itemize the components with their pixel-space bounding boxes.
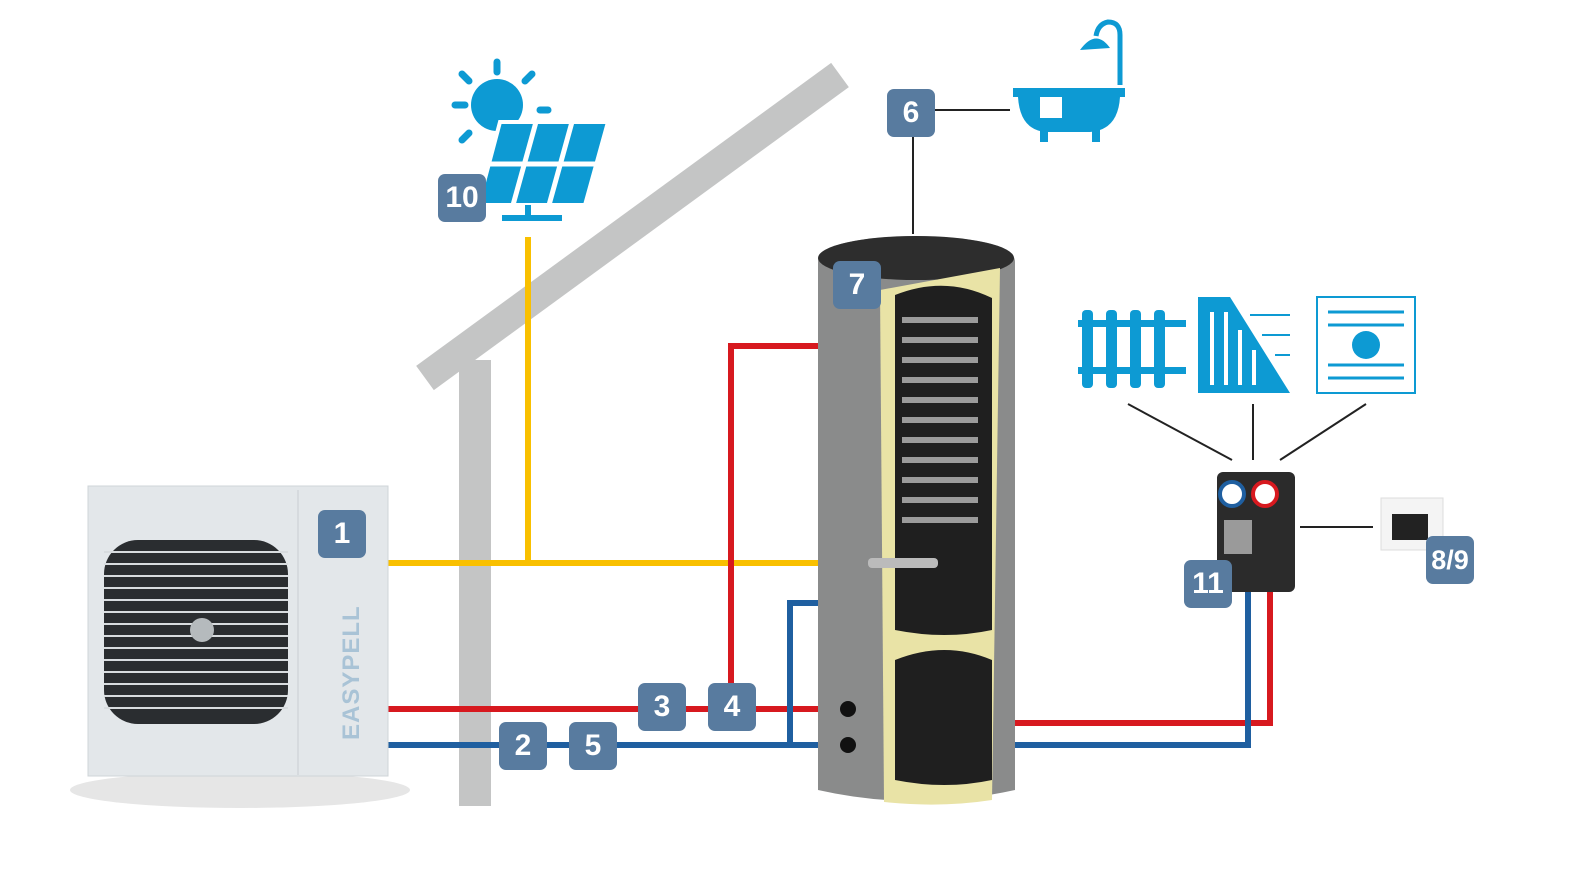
- roof: [416, 62, 849, 391]
- emitter-connectors: [1127, 403, 1373, 528]
- badge-hot-water: 6: [887, 89, 935, 137]
- badge-flow-coil: 3: [638, 683, 686, 731]
- badge-controller: 8/9: [1426, 536, 1474, 584]
- badge-solar: 10: [438, 174, 486, 222]
- solar-line: [388, 237, 870, 566]
- badge-tank: 7: [833, 261, 881, 309]
- badge-return-tank: 5: [569, 722, 617, 770]
- solar-panel-icon: [451, 58, 611, 221]
- radiator-icon: [1078, 310, 1186, 388]
- badge-pump-group: 11: [1184, 560, 1232, 608]
- brand-label: EASYPELL: [338, 605, 365, 740]
- badge-return-pump: 2: [499, 722, 547, 770]
- badge-flow-tank: 4: [708, 683, 756, 731]
- storage-tank: [818, 236, 1015, 805]
- badge-heat-pump: 1: [318, 510, 366, 558]
- underfloor-heating-icon: [1198, 297, 1290, 393]
- pump-group: [1217, 472, 1295, 592]
- fan-coil-icon: [1316, 296, 1416, 394]
- controller-device: [1380, 497, 1444, 551]
- bathtub-shower-icon: [1013, 19, 1125, 142]
- wall: [459, 360, 491, 806]
